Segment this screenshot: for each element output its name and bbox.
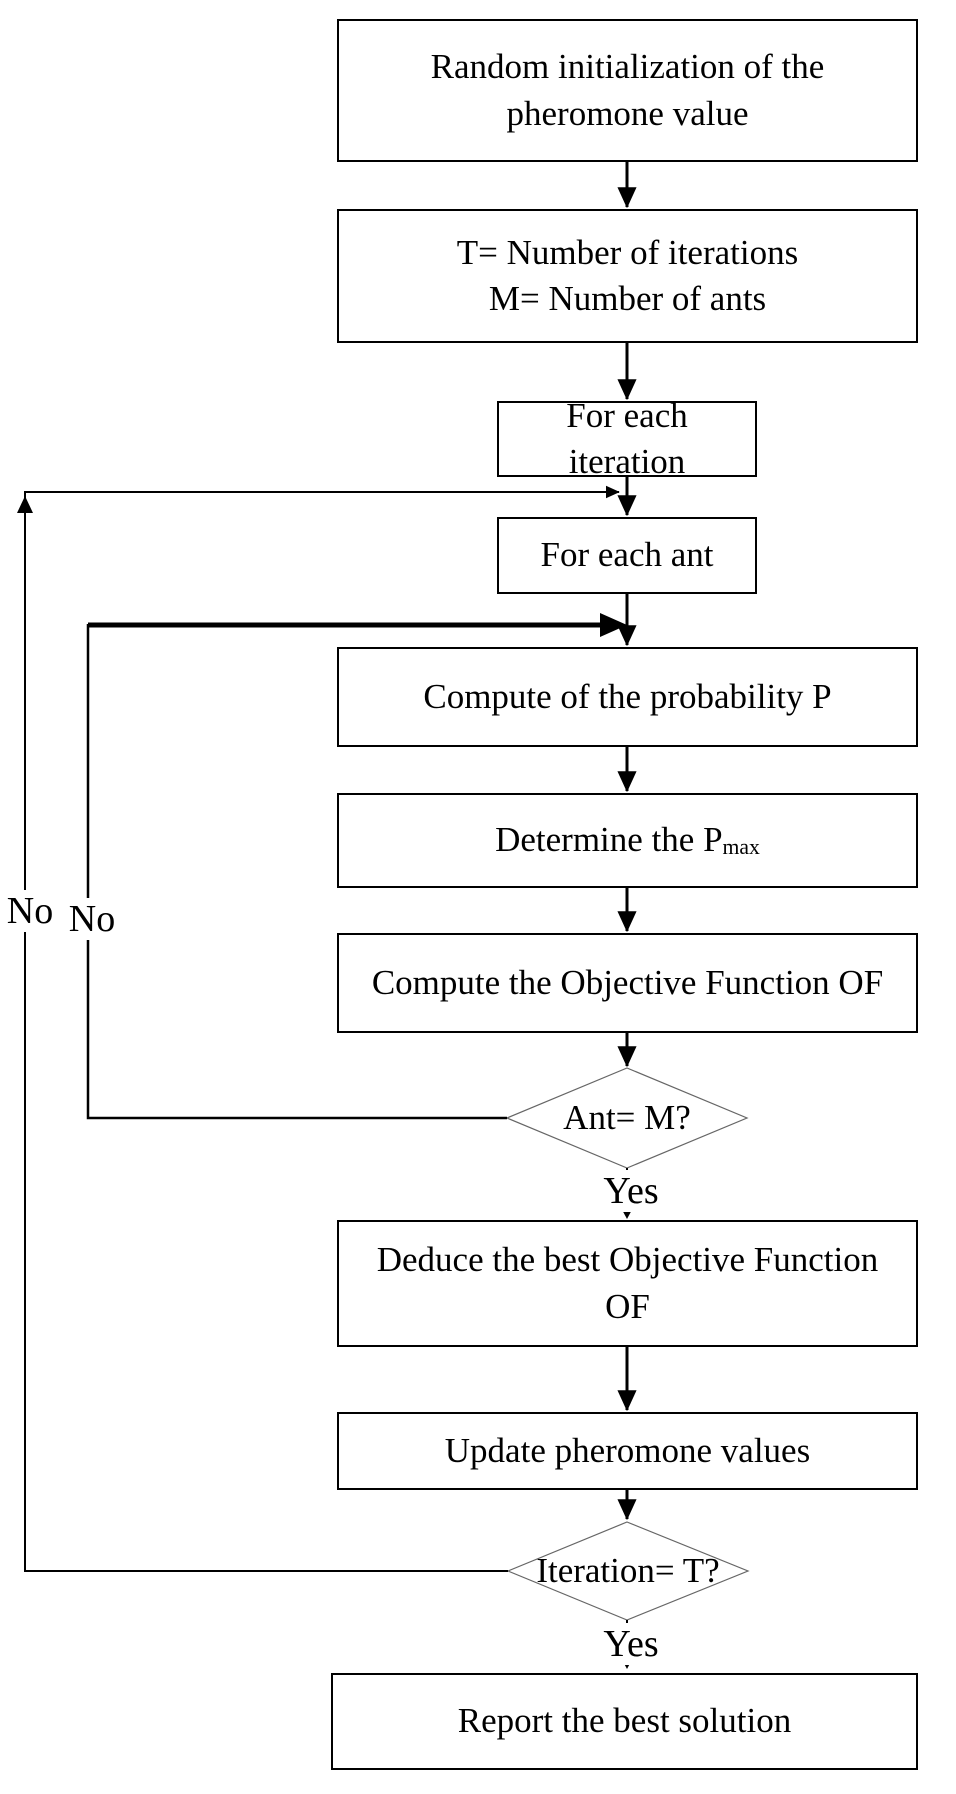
process-box-for-each-ant: For each ant — [497, 517, 757, 594]
edge-label-no-ant: No — [61, 898, 123, 940]
process-text-line: Update pheromone values — [444, 1430, 811, 1470]
decision-label-iteration-check: Iteration= T? — [536, 1551, 720, 1590]
no-loop-iteration-line — [24, 485, 620, 1572]
process-text-line: Random initialization of the — [430, 47, 825, 87]
process-box-compute-of: Compute the Objective Function OF — [337, 933, 918, 1033]
process-text-line: Compute of the probability P — [423, 676, 832, 716]
process-text-line: iteration — [568, 442, 686, 481]
pmax-subscript: max — [722, 835, 760, 860]
process-text-line: pheromone value — [506, 93, 749, 133]
process-box-update-pheromone: Update pheromone values — [337, 1412, 918, 1490]
no-loop-ant-arrowhead — [600, 613, 627, 637]
process-text-line: Report the best solution — [457, 1701, 792, 1741]
process-box-parameters: T= Number of iterations M= Number of ant… — [337, 209, 918, 343]
decision-label-ant-check: Ant= M? — [563, 1098, 691, 1137]
process-box-compute-probability: Compute of the probability P — [337, 647, 918, 747]
edge-label-no-iteration: No — [0, 890, 60, 932]
process-box-for-each-iteration: For each iteration — [497, 396, 757, 481]
no-loop-ant-line — [86, 624, 507, 1120]
process-box-deduce-of: Deduce the best Objective Function OF — [337, 1220, 918, 1347]
process-text-line: Deduce the best Objective Function — [376, 1240, 879, 1280]
process-box-random-init: Random initialization of the pheromone v… — [337, 19, 918, 162]
process-text-line: For each — [566, 395, 688, 435]
process-text-line: T= Number of iterations — [456, 232, 799, 272]
process-text-line: M= Number of ants — [488, 279, 767, 318]
no-loop-iteration-up-arrowhead — [17, 496, 33, 513]
process-text-line: Determine the Pmax — [495, 817, 760, 863]
edge-label-yes-ant: Yes — [577, 1170, 685, 1212]
edge-label-yes-iteration: Yes — [577, 1623, 685, 1665]
process-box-determine-pmax: Determine the Pmax — [337, 793, 918, 888]
process-text-line: Compute the Objective Function OF — [371, 962, 884, 1002]
process-box-report: Report the best solution — [331, 1673, 918, 1770]
process-text-line: For each ant — [540, 535, 714, 575]
pmax-prefix: Determine the P — [495, 820, 723, 860]
process-text-line: OF — [605, 1286, 650, 1326]
